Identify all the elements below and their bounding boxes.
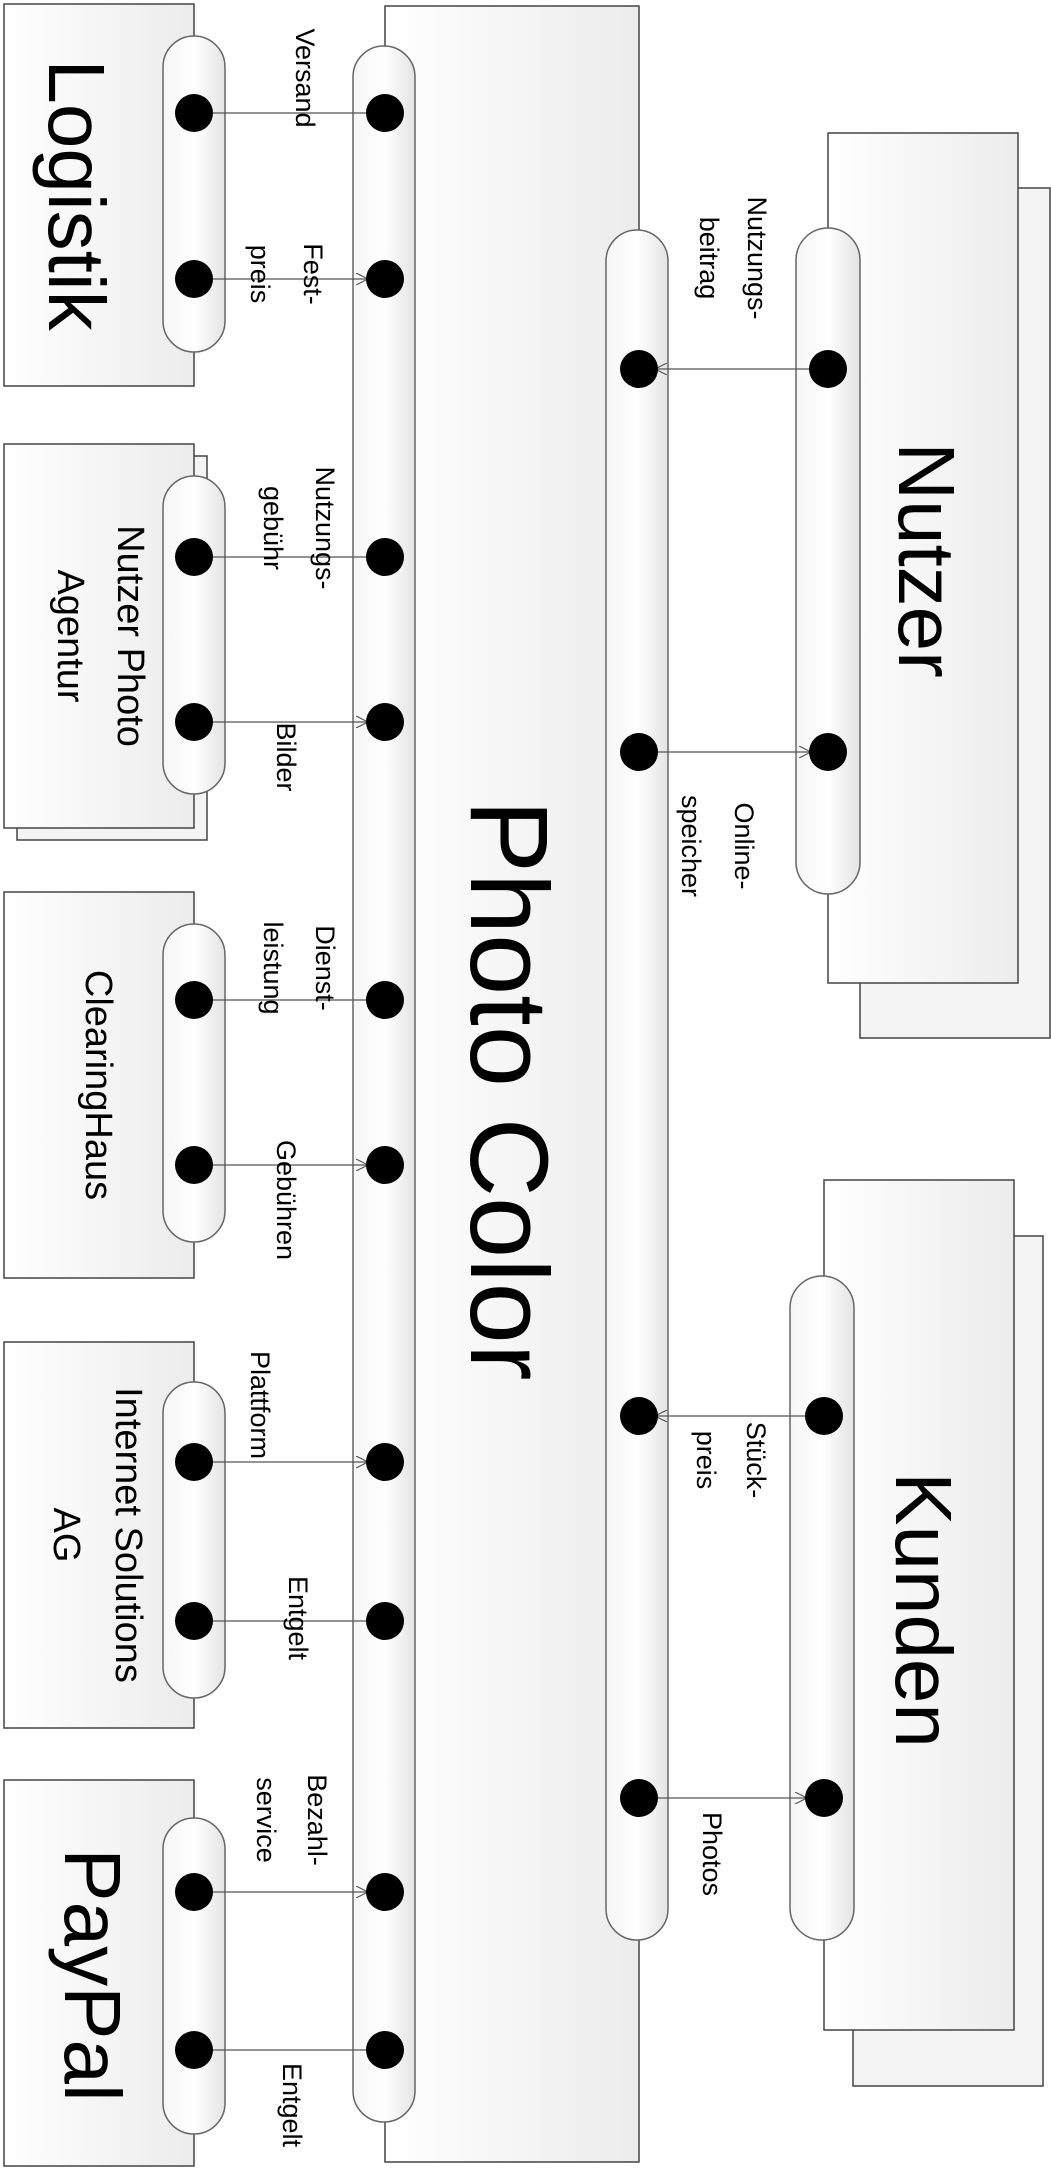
- label-preis-kunden: preis: [691, 1431, 721, 1490]
- kunden-title: Kunden: [879, 1472, 968, 1748]
- label-plattform: Plattform: [245, 1351, 275, 1459]
- paypal-title: PayPal: [48, 1848, 137, 2101]
- label-preis: preis: [245, 245, 275, 304]
- agentur-title-line1: Nutzer Photo: [109, 525, 151, 747]
- label-leistung: leistung: [258, 921, 288, 1014]
- label-stueck: Stück-: [741, 1422, 771, 1499]
- label-versand: Versand: [290, 28, 320, 127]
- agentur-title-line2: Agentur: [49, 569, 91, 702]
- internet-solutions-node: Internet Solutions AG: [3, 1341, 226, 1729]
- label-bezahl: Bezahl-: [302, 1774, 332, 1866]
- nutzer-node: Nutzer: [795, 132, 1051, 1039]
- photo-color-title: Photo Color: [447, 800, 570, 1381]
- label-entgelt-internet: Entgelt: [283, 1576, 313, 1661]
- kunden-node: Kunden: [789, 1179, 1044, 2087]
- photo-color-node: Photo Color: [384, 5, 640, 2163]
- internet-solutions-title-line2: AG: [45, 1508, 87, 1563]
- label-photos: Photos: [697, 1812, 727, 1896]
- nutzer-title: Nutzer: [882, 442, 971, 678]
- center-left-rail: [352, 45, 416, 2123]
- label-dienst: Dienst-: [310, 925, 340, 1011]
- label-gebuehr: gebühr: [258, 486, 288, 570]
- label-nutzungs: Nutzungs-: [310, 466, 340, 589]
- label-online: Online-: [729, 802, 759, 889]
- agentur-node: Nutzer Photo Agentur: [3, 443, 226, 841]
- label-nutzungs-nutzer: Nutzungs-: [742, 196, 772, 319]
- label-service: service: [251, 1777, 281, 1863]
- paypal-node: PayPal: [3, 1779, 226, 2167]
- label-entgelt-paypal: Entgelt: [277, 2063, 307, 2148]
- label-speicher: speicher: [676, 795, 706, 897]
- label-gebuehren: Gebühren: [271, 1140, 301, 1260]
- center-right-rail: [605, 229, 669, 1941]
- clearinghaus-node: ClearingHaus: [3, 891, 226, 1279]
- clearinghaus-title: ClearingHaus: [77, 970, 119, 1200]
- label-fest: Fest-: [298, 243, 328, 305]
- logistik-node: Logistik: [3, 3, 226, 387]
- port-dots: [175, 94, 847, 2069]
- label-bilder: Bilder: [271, 722, 301, 791]
- internet-solutions-title-line1: Internet Solutions: [107, 1387, 149, 1683]
- logistik-title: Logistik: [32, 59, 121, 331]
- label-beitrag: beitrag: [694, 217, 724, 300]
